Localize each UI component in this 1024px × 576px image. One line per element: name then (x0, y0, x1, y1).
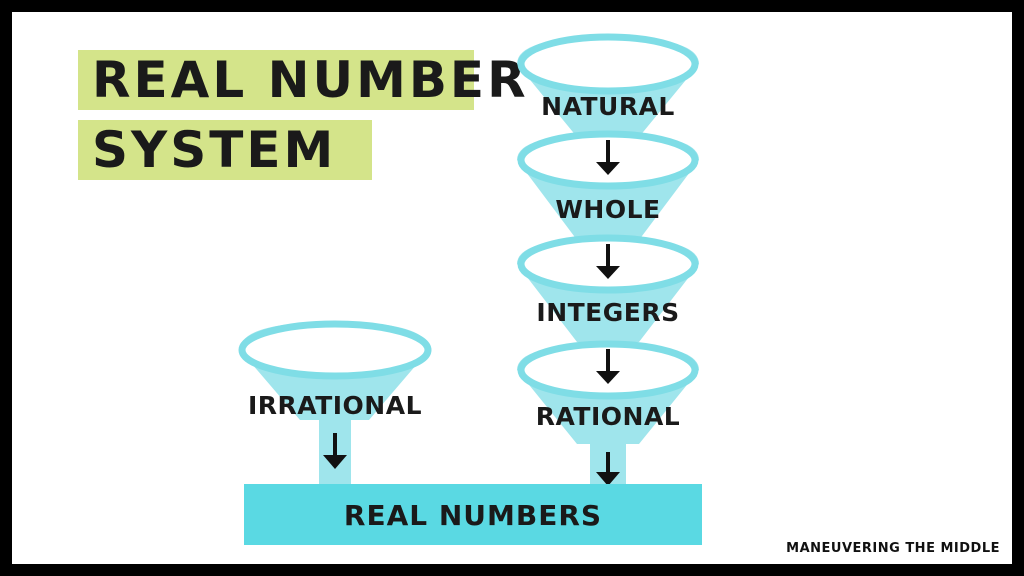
real-numbers-base: REAL NUMBERS (244, 484, 702, 545)
real-numbers-label: REAL NUMBERS (344, 499, 602, 532)
funnel-irrational: IRRATIONAL (238, 320, 432, 484)
funnel-integers: INTEGERS (517, 234, 699, 342)
real-numbers-bar (244, 484, 702, 545)
funnel-rational: RATIONAL (517, 340, 699, 486)
funnel-natural: NATURAL (517, 33, 699, 137)
slide-canvas: REAL NUMBER SYSTEM IRRATIONAL NATURAL (12, 12, 1012, 564)
funnel-natural-rim (517, 33, 699, 95)
title-line-2: SYSTEM (78, 120, 372, 180)
funnel-natural-label: NATURAL (541, 92, 675, 121)
title-line-1: REAL NUMBER (78, 50, 526, 110)
funnel-whole: WHOLE (517, 130, 699, 240)
arrow-irrational-to-real-icon (323, 433, 347, 469)
arrow-integers-to-rational-icon (596, 349, 620, 384)
title-line-2-text: SYSTEM (92, 121, 337, 179)
arrow-whole-to-integers-icon (596, 244, 620, 279)
arrow-rational-to-real-icon (596, 452, 620, 486)
credit-text: MANEUVERING THE MIDDLE (786, 541, 1000, 556)
funnel-irrational-rim (238, 320, 432, 380)
title-line-1-text: REAL NUMBER (92, 51, 529, 109)
funnel-integers-label: INTEGERS (536, 298, 679, 327)
arrow-natural-to-whole-icon (596, 140, 620, 175)
real-number-diagram: IRRATIONAL NATURAL WHOLE (238, 33, 702, 545)
funnel-rational-label: RATIONAL (536, 402, 680, 431)
funnel-whole-label: WHOLE (555, 195, 660, 224)
funnel-irrational-label: IRRATIONAL (248, 391, 422, 420)
